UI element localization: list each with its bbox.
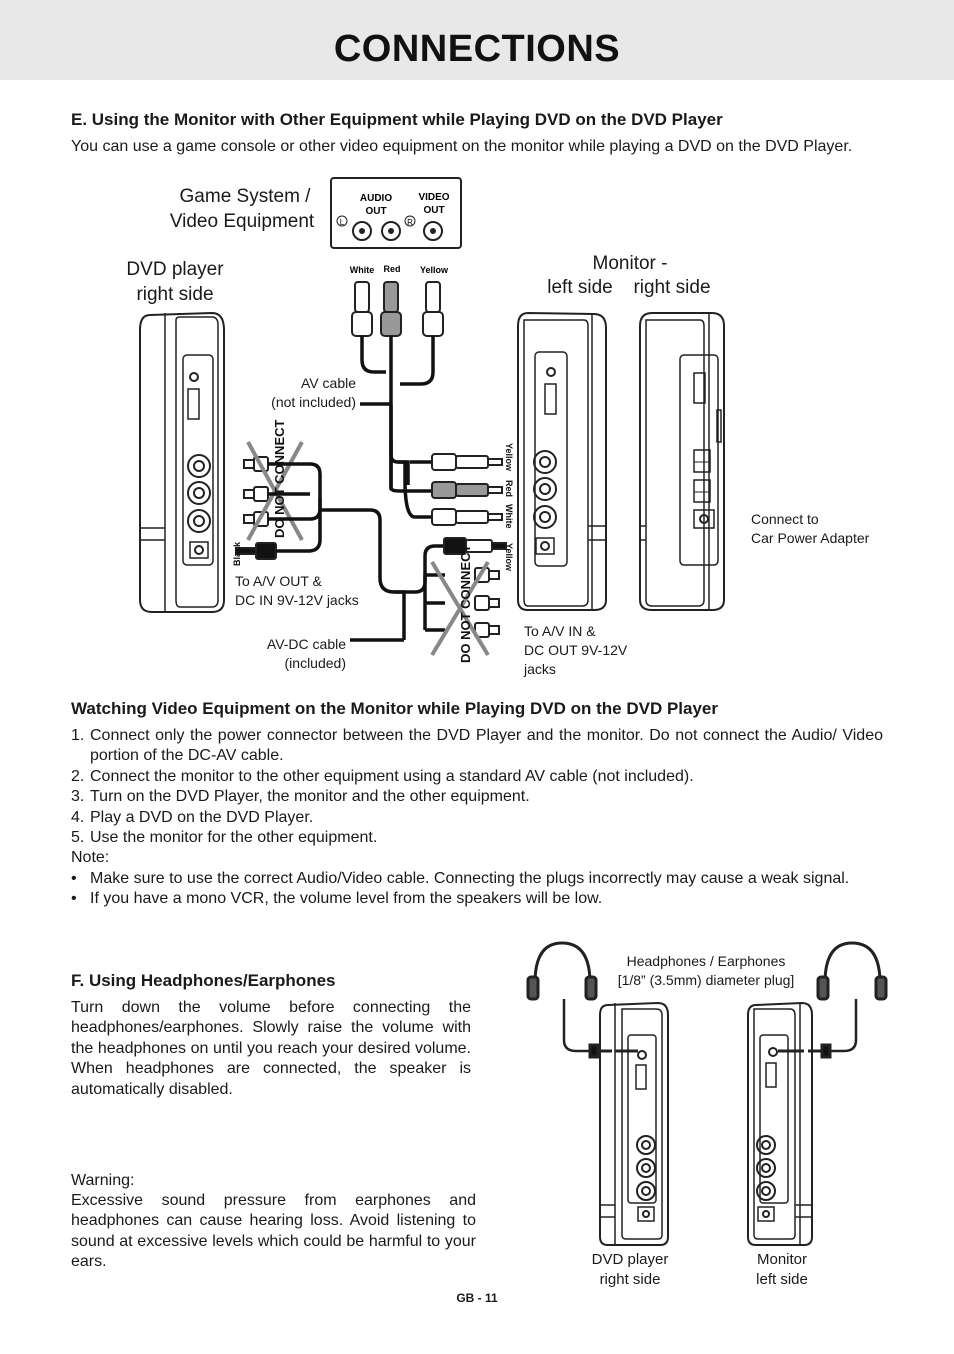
dnc-cross-player (246, 441, 304, 541)
note-label: Note: (71, 849, 110, 867)
list-item: •Make sure to use the correct Audio/Vide… (71, 869, 850, 887)
svg-text:OUT: OUT (365, 206, 386, 217)
svg-text:White: White (350, 265, 375, 275)
v-yellow-label: Yellow (504, 443, 514, 472)
svg-text:OUT: OUT (423, 205, 444, 216)
watching-steps-list: 1.Connect only the power connector betwe… (71, 726, 883, 910)
game-system-label: Game System /Video Equipment (169, 186, 315, 232)
black-label: Black (232, 541, 242, 566)
dvd-player-small-device (599, 1001, 669, 1246)
list-item: •If you have a mono VCR, the volume leve… (71, 890, 603, 908)
v-yellow2-label: Yellow (504, 543, 514, 572)
do-not-connect-player-label: DO NOT CONNECT (272, 420, 287, 539)
list-item: 3.Turn on the DVD Player, the monitor an… (71, 788, 530, 806)
section-e-intro: You can use a game console or other vide… (71, 138, 853, 155)
headphones-label: Headphones / Earphones[1/8” (3.5mm) diam… (617, 953, 795, 988)
svg-text:AUDIO: AUDIO (360, 193, 392, 204)
to-av-out-label: To A/V OUT &DC IN 9V-12V jacks (235, 573, 359, 608)
section-f-body: Turn down the volume before connecting t… (71, 999, 471, 1098)
section-f-heading: F. Using Headphones/Earphones (71, 971, 336, 990)
connection-diagram: AUDIO OUT VIDEO OUT L R White Red Yellow (139, 177, 725, 664)
equipment-output-panel: AUDIO OUT VIDEO OUT L R White Red Yellow (330, 177, 462, 275)
svg-text:Yellow: Yellow (420, 265, 449, 275)
avdc-cable-label: AV-DC cable(included) (266, 636, 346, 671)
list-item: 5.Use the monitor for the other equipmen… (71, 829, 378, 847)
svg-text:VIDEO: VIDEO (418, 192, 449, 203)
av-cable (360, 336, 435, 519)
svg-text:Red: Red (383, 264, 400, 274)
av-cable-label: AV cable(not included) (271, 375, 356, 410)
dnc-plugs-player (235, 456, 277, 560)
monitor-small-device (747, 1001, 813, 1246)
list-item: 1.Connect only the power connector betwe… (71, 727, 883, 765)
headphones-diagram (526, 941, 888, 1246)
v-white-label: White (504, 504, 514, 529)
rca-plugs-top (351, 281, 444, 337)
monitor-right-side-label: right side (633, 277, 711, 298)
monitor-label: Monitor - (592, 253, 668, 274)
svg-text:L: L (340, 218, 345, 227)
page-number: GB - 11 (456, 1291, 498, 1305)
dnc-cross-monitor (430, 560, 490, 657)
avdc-cable (268, 462, 445, 642)
do-not-connect-monitor-label: DO NOT CONNECT (458, 545, 473, 664)
title-banner: CONNECTIONS (0, 0, 954, 80)
headphones-left-icon (526, 941, 638, 1059)
dc-plug-monitor (443, 537, 507, 555)
monitor-right-device (639, 312, 725, 611)
watching-heading: Watching Video Equipment on the Monitor … (71, 699, 718, 718)
v-red-label: Red (504, 480, 514, 497)
headphones-right-icon (778, 941, 888, 1059)
section-e-heading: E. Using the Monitor with Other Equipmen… (71, 110, 723, 129)
page-title: CONNECTIONS (333, 28, 621, 70)
warning-label: Warning: (71, 1172, 135, 1189)
monitor-left-side-label: left side (547, 277, 613, 298)
list-item: 4.Play a DVD on the DVD Player. (71, 808, 314, 826)
dnc-plugs-monitor (474, 567, 500, 638)
svg-text:R: R (407, 218, 413, 227)
list-item: 2.Connect the monitor to the other equip… (71, 767, 694, 785)
rca-plugs-monitor (431, 453, 503, 526)
monitor-left-device (517, 311, 607, 611)
warning-text: Excessive sound pressure from earphones … (71, 1192, 476, 1271)
dvd-player-device (139, 311, 225, 613)
